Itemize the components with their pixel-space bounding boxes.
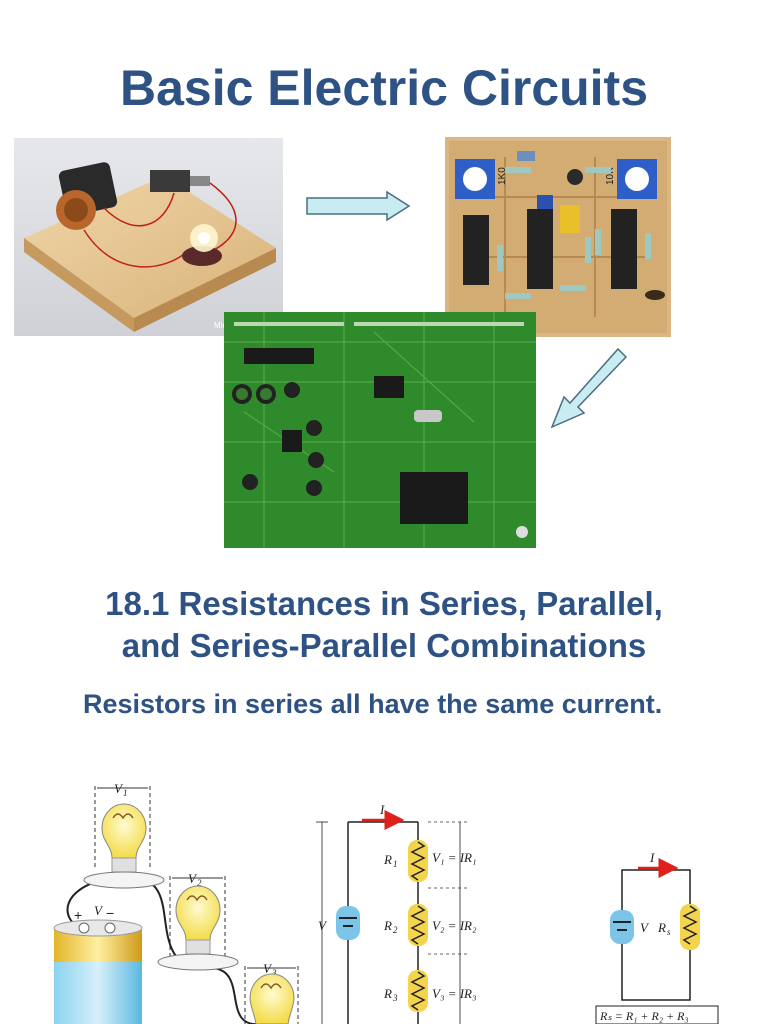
svg-text:V: V [318, 918, 328, 933]
green-pcb-photo [224, 312, 536, 548]
section-heading-line1: 18.1 Resistances in Series, Parallel, [105, 585, 663, 622]
equivalent-resistance-formula: Rₛ = R₁ + R₂ + R₃ [599, 1009, 689, 1023]
equivalent-circuit-schematic: I V R s Rₛ = R₁ + R₂ + R₃ [595, 850, 719, 1024]
svg-text:R: R [657, 920, 666, 935]
svg-text:1K0: 1K0 [497, 167, 508, 185]
svg-text:2: 2 [393, 925, 398, 935]
svg-text:3: 3 [271, 968, 277, 978]
right-current-label: I [649, 850, 655, 865]
pcb-board-photo: 1K0 10K [445, 137, 671, 337]
svg-text:V: V [188, 871, 198, 886]
svg-text:s: s [667, 927, 671, 937]
svg-text:R: R [383, 986, 392, 1001]
v2-equation: V₂ = IR₂ [432, 918, 477, 933]
svg-text:V: V [114, 781, 124, 796]
svg-text:V: V [640, 920, 650, 935]
section-heading-line2: and Series-Parallel Combinations [121, 627, 647, 664]
bullet-text: Resistors in series all have the same cu… [83, 689, 663, 719]
mid-current-label: I [379, 802, 385, 817]
svg-text:V: V [94, 903, 104, 918]
svg-text:R: R [383, 918, 392, 933]
svg-text:2: 2 [197, 878, 202, 888]
svg-text:R: R [383, 852, 392, 867]
svg-text:3: 3 [392, 993, 398, 1003]
simple-circuit-photo: MiniScience.com [14, 138, 283, 336]
slide-title: Basic Electric Circuits [119, 60, 649, 116]
section-heading: 18.1 Resistances in Series, Parallel, an… [0, 583, 768, 667]
svg-text:1: 1 [393, 859, 398, 869]
right-arrow-icon [306, 190, 411, 222]
svg-text:10K: 10K [605, 167, 616, 185]
down-left-arrow-icon [550, 347, 628, 429]
svg-text:+: + [74, 907, 82, 923]
v3-equation: V₃ = IR₃ [432, 986, 477, 1001]
series-bulbs-illustration: V 1 V 2 V 3 + V − [53, 781, 299, 1024]
v1-equation: V₁ = IR₁ [432, 850, 477, 865]
svg-text:−: − [106, 905, 114, 921]
svg-text:1: 1 [123, 788, 128, 798]
svg-text:V: V [263, 961, 273, 976]
series-circuit-schematic: I V R 1 R 2 R 3 V₁ = IR₁ V₂ = IR₂ V₃ = I… [316, 802, 477, 1024]
